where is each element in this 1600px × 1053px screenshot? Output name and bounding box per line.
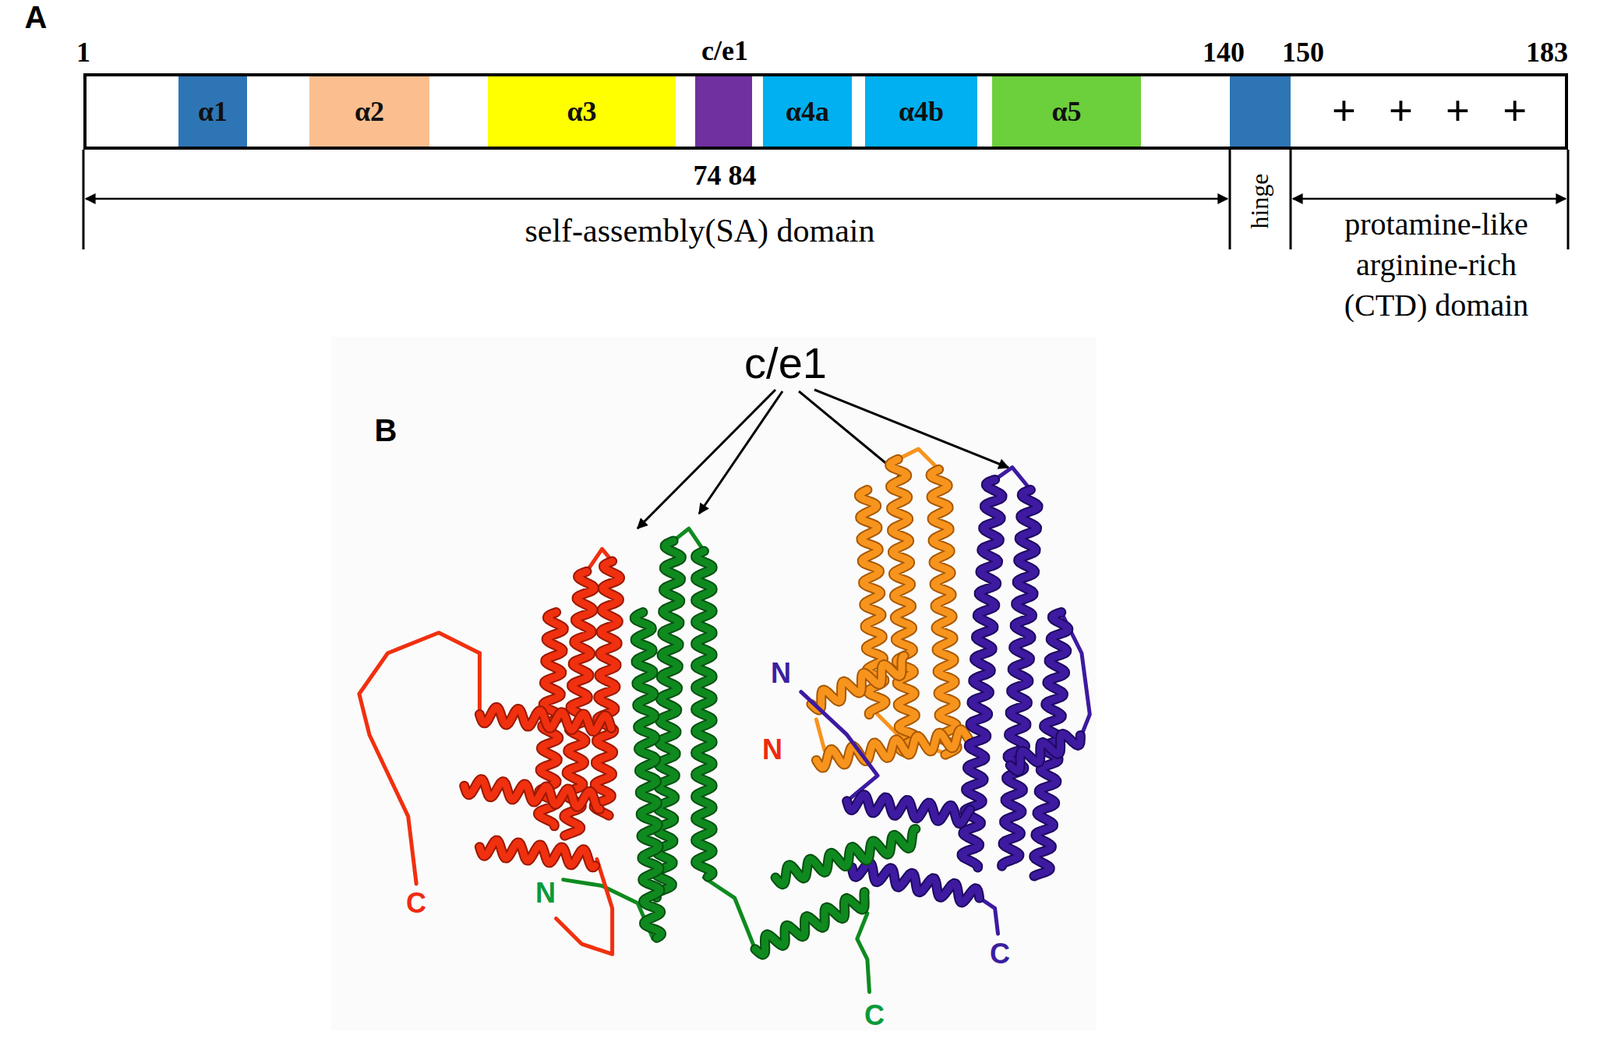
helix-name: α3 (566, 95, 597, 128)
helix-ribbon (811, 656, 905, 711)
label-holder: protamine-like arginine-rich (CTD) domai… (1319, 204, 1554, 326)
helix-name: α4a (785, 95, 830, 128)
terminus-label: N (762, 734, 783, 766)
label-holder: 183 (1525, 37, 1569, 69)
helix-ribbon (815, 729, 970, 768)
domain-name: protamine-like arginine-rich (CTD) domai… (1319, 204, 1554, 326)
coil-loop (563, 879, 654, 940)
helix-name: α5 (1051, 95, 1081, 128)
label-holder: B (374, 413, 398, 448)
helix-edge (755, 891, 865, 955)
terminus-label: N (535, 877, 556, 909)
helix-edge (930, 469, 958, 755)
hinge-segment (1229, 76, 1291, 147)
helix-ribbon (1010, 733, 1081, 771)
coil-loop (857, 913, 870, 993)
helix-edge (811, 656, 905, 711)
coil-loop (359, 632, 481, 884)
terminus-label: C (406, 887, 427, 919)
terminus-label: N (770, 657, 792, 689)
charge-symbols: + + + + (1290, 76, 1569, 147)
dimension-arrow (85, 197, 1228, 201)
helix-edge (479, 706, 612, 732)
residue-number: 74 84 (693, 160, 757, 192)
ribbon-structure (359, 448, 1090, 993)
coil-loop (979, 897, 999, 934)
panel-letter: A (24, 0, 48, 35)
helix-name: α2 (354, 95, 385, 128)
region-name: c/e1 (744, 339, 827, 388)
region-name: c/e1 (701, 35, 749, 68)
helix-edge (593, 561, 620, 816)
domain-bar: + + + + α1 α2 α3 α4a α4b α5 (83, 73, 1569, 150)
dimension-arrow (1292, 197, 1566, 201)
helix-ribbon (775, 829, 916, 885)
helix-ribbon (890, 459, 917, 754)
structure-panel (331, 336, 1097, 1031)
label-holder: c/e1 (701, 35, 749, 68)
terminus-label: C (989, 938, 1011, 970)
helix-segment: α5 (992, 76, 1141, 147)
helix-ribbon (930, 469, 958, 755)
helix-edge (847, 794, 971, 824)
helix-ribbon (755, 891, 865, 955)
helix-segment: α4a (762, 76, 852, 147)
helix-ribbon (851, 862, 979, 903)
label-holder: N (535, 877, 556, 909)
helix-edge (851, 862, 979, 903)
helix-ribbon (593, 561, 620, 816)
residue-number: 150 (1282, 37, 1325, 69)
panel-letter: B (374, 413, 398, 448)
helix-ribbon (695, 550, 713, 877)
label-holder: c/e1 (744, 339, 827, 388)
coil-loop (556, 858, 613, 954)
helix-name: α4b (898, 95, 944, 128)
residue-number: 140 (1202, 37, 1245, 69)
helix-edge (815, 729, 970, 768)
helix-edge (464, 779, 601, 810)
domain-name: self-assembly(SA) domain (524, 212, 875, 249)
coil-loop (897, 448, 939, 470)
helix-segment: α4b (865, 76, 978, 147)
residue-number: 183 (1525, 37, 1569, 69)
helix-ribbon (1002, 490, 1039, 867)
coil-loop (703, 877, 756, 950)
helix-edge (775, 829, 916, 885)
label-holder: A (24, 0, 48, 35)
label-holder: self-assembly(SA) domain (524, 212, 875, 249)
helix-segment: α3 (487, 76, 676, 147)
ce1-segment (695, 76, 753, 147)
residue-number: 1 (76, 37, 91, 69)
label-holder: N (770, 657, 792, 689)
bar-ground (83, 73, 1569, 150)
terminus-label: C (864, 999, 885, 1032)
label-holder: 140 (1202, 37, 1245, 69)
helix-edge (634, 612, 661, 939)
coil-loop (477, 653, 482, 715)
helix-ribbon (847, 794, 971, 824)
helix-name: α1 (197, 95, 228, 128)
helix-ribbon (634, 612, 661, 939)
helix-ribbon (479, 840, 595, 868)
label-holder: 150 (1282, 37, 1325, 69)
label-holder: 74 84 (693, 160, 757, 192)
label-holder: 1 (76, 37, 91, 69)
helix-ribbon (464, 779, 601, 810)
helix-edge (1002, 490, 1039, 867)
label-holder: hinge (1246, 173, 1274, 229)
label-holder: C (989, 938, 1011, 970)
helix-edge (695, 550, 713, 877)
domain-name: hinge (1246, 173, 1274, 229)
helix-edge (479, 840, 595, 868)
helix-edge (890, 459, 917, 754)
label-holder: C (864, 999, 885, 1032)
helix-ribbon (479, 706, 612, 732)
label-holder: N (762, 734, 783, 766)
helix-segment: α2 (309, 76, 430, 147)
helix-segment: α1 (178, 76, 248, 147)
label-holder: C (406, 887, 427, 919)
helix-edge (1010, 733, 1081, 771)
coil-loop (801, 692, 878, 802)
